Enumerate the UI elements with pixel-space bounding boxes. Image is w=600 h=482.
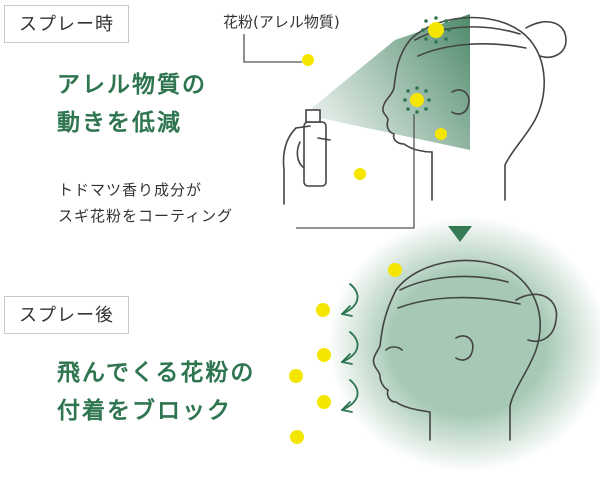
curved-arrow-icon	[341, 283, 359, 315]
pollen-particles-top	[302, 22, 447, 180]
pollen-particles-bottom	[289, 263, 402, 444]
curved-arrow-icon	[341, 331, 359, 363]
coating-note: トドマツ香り成分が スギ花粉をコーティング	[58, 177, 233, 229]
pollen-dot	[428, 22, 444, 38]
pollen-dot	[317, 395, 331, 409]
protective-glow	[328, 216, 600, 472]
pollen-dot	[317, 348, 331, 362]
note-line: トドマツ香り成分が	[58, 181, 203, 199]
pollen-dot	[290, 430, 304, 444]
pollen-dot	[302, 54, 314, 66]
spray-bottle	[282, 109, 331, 205]
head-bottom	[372, 259, 558, 441]
head-top	[382, 16, 567, 201]
curved-arrow-icon	[341, 379, 359, 411]
headline-after: 飛んでくる花粉の 付着をブロック	[57, 354, 255, 430]
headline-line: 動きを低減	[57, 110, 182, 136]
spray-mist	[312, 14, 470, 150]
label-before-spray: スプレー時	[4, 5, 129, 43]
pollen-dot	[289, 369, 303, 383]
pollen-dot	[354, 168, 366, 180]
label-after-spray: スプレー後	[4, 296, 129, 334]
pollen-dot	[435, 128, 447, 140]
headline-line: 飛んでくる花粉の	[57, 360, 256, 386]
pollen-dot	[316, 303, 330, 317]
pollen-dot	[388, 263, 402, 277]
headline-line: アレル物質の	[57, 72, 207, 98]
deflect-arrows	[341, 283, 359, 413]
note-line: スギ花粉をコーティング	[58, 207, 234, 225]
headline-before: アレル物質の 動きを低減	[57, 66, 207, 142]
pollen-allergen-label: 花粉(アレル物質)	[223, 13, 340, 31]
pollen-dot	[410, 93, 424, 107]
headline-line: 付着をブロック	[57, 398, 232, 424]
pollen-label-leader	[243, 34, 302, 63]
coated-pollen-rings	[403, 16, 451, 114]
